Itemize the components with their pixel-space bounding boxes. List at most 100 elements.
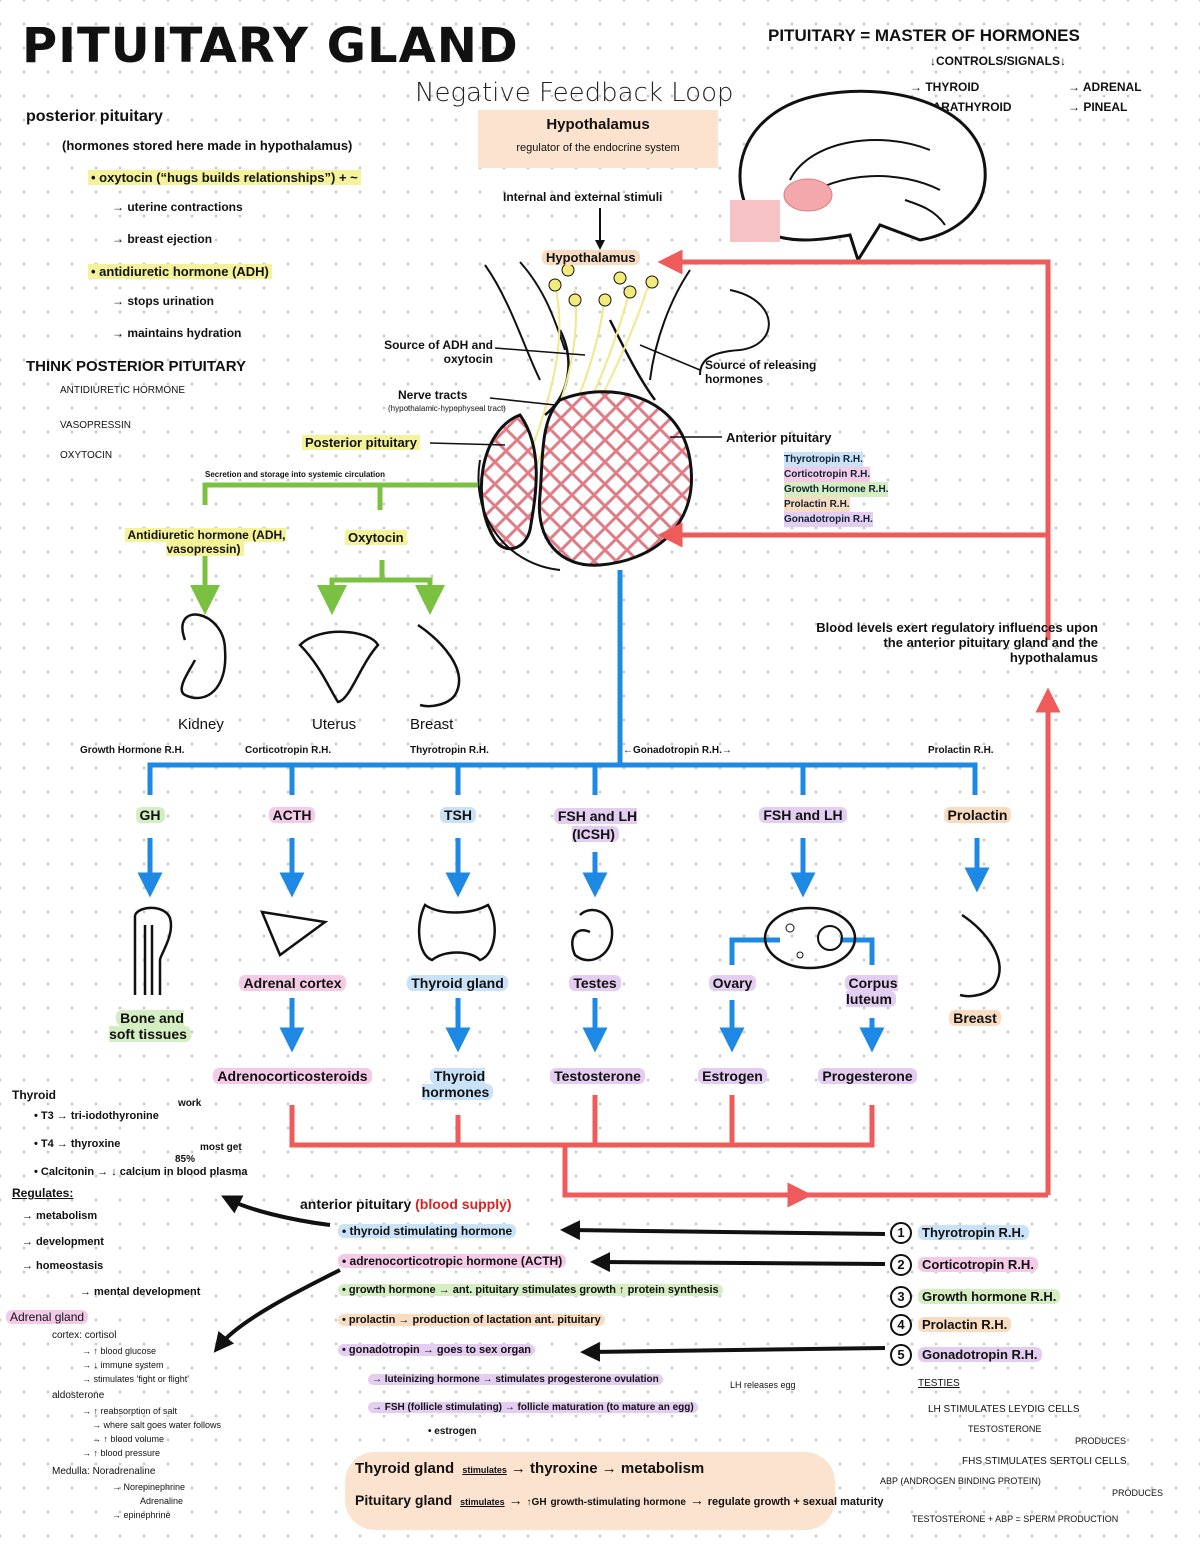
releasing-gnrh: ←Gonadotropin R.H.→ <box>623 745 732 756</box>
anterior-rh-2: Corticotropin R.H. <box>784 467 871 482</box>
anterior-notes-heading: anterior pituitary <box>300 1196 412 1212</box>
anterior-item-gonadotropin: • gonadotropin → goes to sex organ <box>338 1344 536 1356</box>
medulla: Medulla: Noradrenaline <box>52 1466 156 1477</box>
testes-item-6: PRODUCES <box>1112 1488 1164 1498</box>
stimuli-label: Internal and external stimuli <box>503 190 663 204</box>
hormone-fsh-lh-icsh: FSH and LH (ICSH) <box>553 808 638 842</box>
rh-list-label-3: Growth hormone R.H. <box>918 1289 1061 1304</box>
target-corpus-luteum: Corpus luteum <box>844 975 898 1007</box>
rh-num-2: 2 <box>890 1254 912 1276</box>
anterior-notes-tag: (blood supply) <box>415 1196 512 1212</box>
oxytocin-note: • oxytocin (“hugs builds relationships”)… <box>88 170 361 185</box>
adh-target-label: Antidiuretic hormone (ADH, vasopressin) <box>124 528 286 556</box>
organ-breast: Breast <box>410 716 454 733</box>
thyroid-side-3: 85% <box>175 1154 196 1165</box>
summary-pituitary-gland: Pituitary gland <box>355 1492 453 1508</box>
product-thyroid-hormones: Thyroid hormones <box>421 1068 494 1100</box>
hormone-prolactin: Prolactin <box>943 807 1012 823</box>
hypothalamus-box-sub: regulator of the endocrine system <box>516 142 680 154</box>
summary-gh: ↑GH <box>526 1497 547 1508</box>
rh-num-5: 5 <box>890 1344 912 1366</box>
hypothalamus-box <box>478 110 718 168</box>
testes-item-5: ABP (ANDROGEN BINDING PROTEIN) <box>880 1476 1041 1486</box>
anterior-item-prolactin: • prolactin → production of lactation an… <box>338 1314 605 1326</box>
anterior-rh-3: Growth Hormone R.H. <box>784 482 889 497</box>
regulates-heading: Regulates: <box>12 1186 74 1200</box>
product-testosterone: Testosterone <box>550 1068 645 1084</box>
regulates-item-3: → homeostasis <box>22 1260 104 1272</box>
target-testes: Testes <box>569 975 621 991</box>
nerve-tracts-label: Nerve tracts <box>398 388 468 402</box>
rh-list-item-4: 4 Prolactin R.H. <box>890 1314 1012 1336</box>
anterior-blue-connectors <box>137 570 990 1053</box>
rh-list-label-4: Prolactin R.H. <box>918 1317 1012 1332</box>
anterior-item-acth: • adrenocorticotropic hormone (ACTH) <box>338 1254 567 1268</box>
mnemonic-2: VASOPRESSIN <box>60 420 131 431</box>
leader-nerve-tracts <box>489 397 556 406</box>
mnemonic-3: OXYTOCIN <box>60 450 113 461</box>
anterior-item-tsh: • thyroid stimulating hormone <box>338 1224 517 1238</box>
target-bone: Bone and soft tissues <box>109 1010 191 1042</box>
hypothalamus-box-label: Hypothalamus <box>546 116 650 133</box>
target-breast: Breast <box>949 1010 1001 1026</box>
target-ovary: Ovary <box>708 975 757 991</box>
brain-icon <box>730 89 987 264</box>
leader-source-rh <box>639 344 701 371</box>
releasing-trh: Thyrotropin R.H. <box>410 745 489 756</box>
kidney-icon <box>180 613 227 700</box>
rh-arrows <box>213 1195 886 1362</box>
adh-item-1: → stops urination <box>112 294 214 308</box>
product-estrogen: Estrogen <box>698 1068 767 1084</box>
cortex-item-2: → ↓ immune system <box>82 1360 164 1370</box>
ovary-icon <box>763 906 857 970</box>
think-posterior: THINK POSTERIOR PITUITARY <box>26 358 247 375</box>
anterior-sub-estrogen: • estrogen <box>428 1426 477 1437</box>
thyroid-icon <box>417 903 496 962</box>
anterior-rh-5: Gonadotropin R.H. <box>784 512 873 527</box>
target-adrenal-cortex: Adrenal cortex <box>239 975 346 991</box>
summary-stimulates-2: stimulates <box>460 1497 505 1507</box>
cortex-item-3: → stimulates 'fight or flight' <box>82 1374 189 1384</box>
adrenal-cortex: cortex: cortisol <box>52 1330 117 1341</box>
leader-posterior <box>429 442 506 446</box>
organ-kidney: Kidney <box>178 716 224 733</box>
lh-note: LH releases egg <box>730 1380 796 1390</box>
testes-icon <box>571 908 614 962</box>
rh-list-item-5: 5 Gonadotropin R.H. <box>890 1344 1042 1366</box>
page-title: PITUITARY GLAND <box>22 18 519 74</box>
product-adrenocorticosteroids: Adrenocorticosteroids <box>213 1068 372 1084</box>
summary-line-2: Pituitary gland stimulates→ ↑GH growth-s… <box>355 1492 884 1508</box>
hormone-fsh-lh: FSH and LH <box>759 807 847 823</box>
organ-uterus: Uterus <box>312 716 357 733</box>
hormone-acth: ACTH <box>268 807 316 823</box>
regulates-item-2: → development <box>22 1236 104 1248</box>
hypothalamus-small-label: Hypothalamus <box>542 250 640 265</box>
testes-item-7: TESTOSTERONE + ABP = SPERM PRODUCTION <box>912 1514 1119 1524</box>
oxy-item-1: → uterine contractions <box>112 200 243 214</box>
adrenal-heading: Adrenal gland <box>6 1310 89 1324</box>
anterior-pituitary-label: Anterior pituitary <box>726 430 832 445</box>
rh-num-4: 4 <box>890 1314 912 1336</box>
anterior-sub-lh: → luteinizing hormone → stimulates proge… <box>368 1374 663 1385</box>
medulla-item-1: → Norepinephrine <box>112 1482 186 1492</box>
summary-thyroxine: thyroxine <box>530 1460 598 1477</box>
aldo-item-2: → where salt goes water follows <box>92 1420 222 1430</box>
summary-stimulates-1: stimulates <box>462 1465 507 1475</box>
breast-icon-1 <box>417 623 461 708</box>
nerve-tracts-sub: (hypothalamic-hypophyseal tract) <box>388 404 506 413</box>
master-item-adrenal: → ADRENAL <box>1068 80 1142 94</box>
hormone-gh: GH <box>135 807 165 823</box>
rh-num-1: 1 <box>890 1222 912 1244</box>
medulla-item-2: Adrenaline <box>140 1496 184 1506</box>
anterior-item-gh: • growth hormone → ant. pituitary stimul… <box>338 1284 723 1296</box>
medulla-item-3: → epinephrine <box>112 1510 171 1520</box>
thyroid-side-2: most get <box>200 1142 242 1153</box>
thyroid-notes-heading: Thyroid <box>12 1088 56 1102</box>
posterior-notes-heading: posterior pituitary <box>26 108 163 125</box>
summary-regulate-growth: regulate growth + sexual maturity <box>707 1496 884 1508</box>
release-note: Secretion and storage into systemic circ… <box>205 470 386 479</box>
summary-line-1: Thyroid gland stimulates→ thyroxine → me… <box>355 1460 705 1477</box>
leader-source-adh <box>494 347 586 356</box>
rh-list-label-5: Gonadotropin R.H. <box>918 1347 1042 1362</box>
